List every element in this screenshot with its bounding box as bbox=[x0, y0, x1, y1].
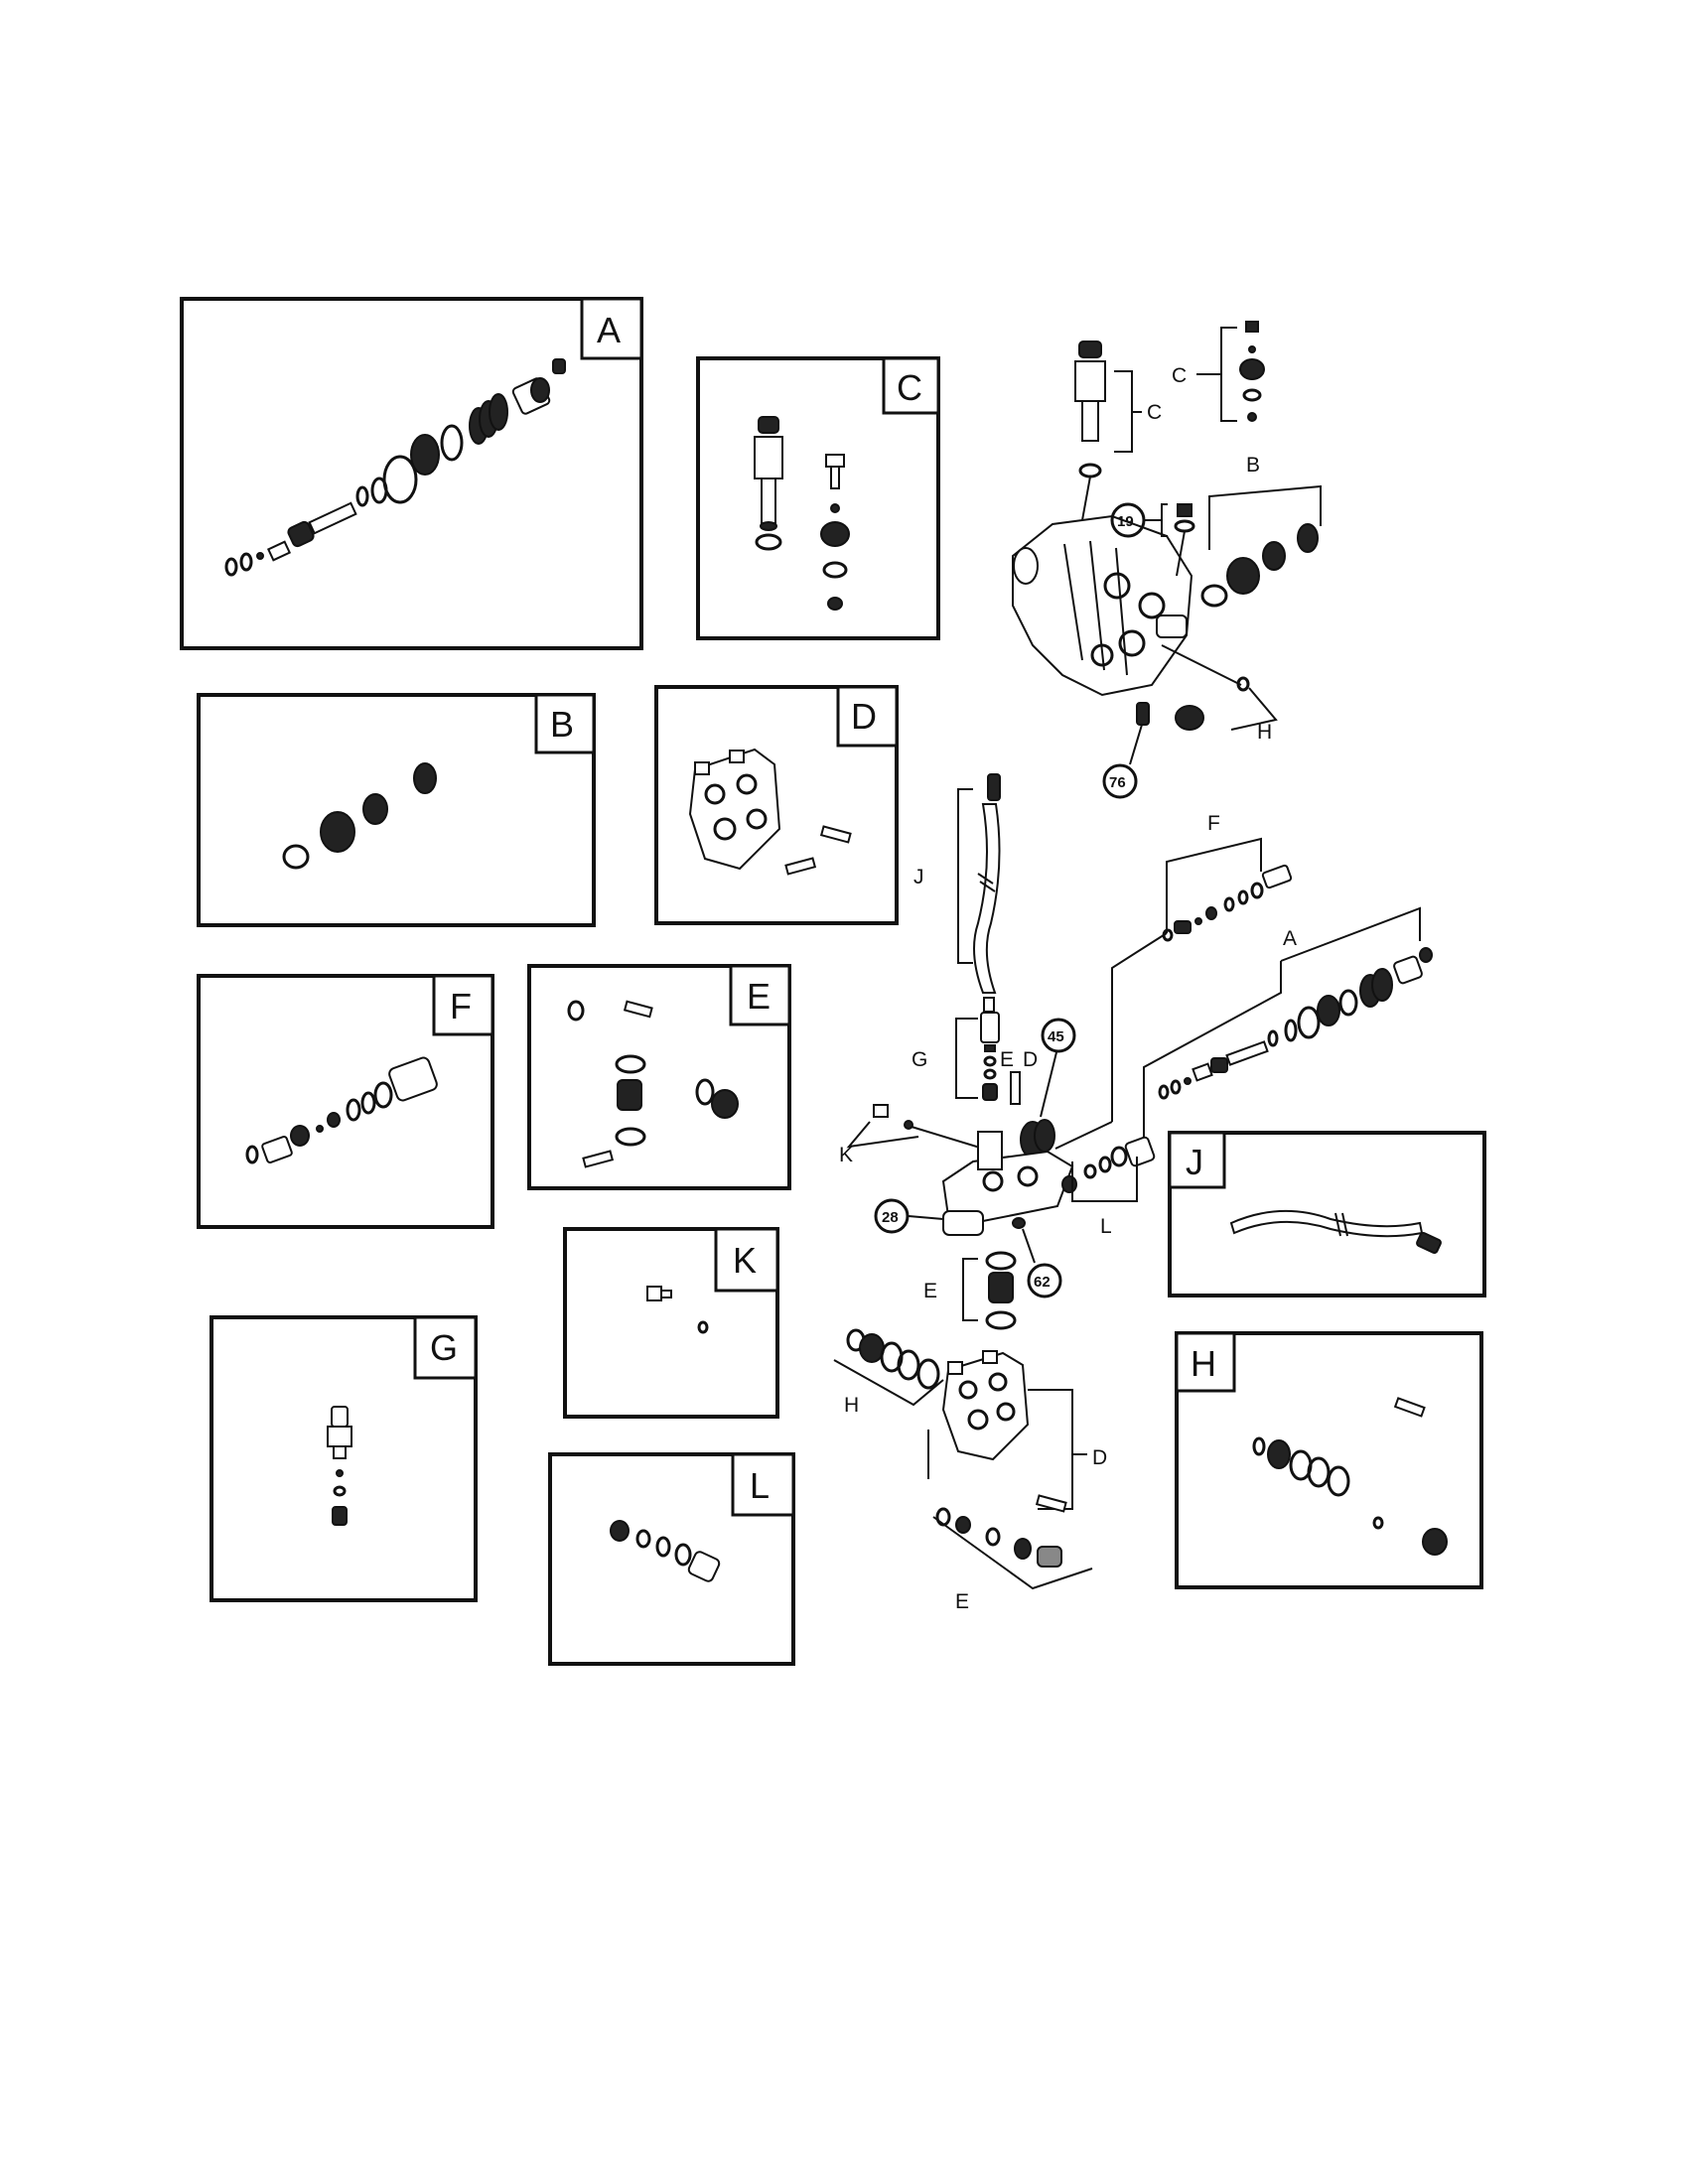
fitting-icon bbox=[327, 1406, 352, 1526]
panel-h-label: H bbox=[1191, 1343, 1216, 1384]
callout-d-lower: D bbox=[1092, 1446, 1107, 1469]
panel-c: C bbox=[696, 356, 940, 640]
callout-j: J bbox=[913, 866, 924, 888]
part-number-76: 76 bbox=[1109, 774, 1126, 791]
manifold-assembly: J G E D 45 K bbox=[833, 773, 1433, 1613]
panel-c-parts bbox=[754, 416, 850, 611]
panel-l-parts bbox=[610, 1520, 721, 1582]
callout-l: L bbox=[1100, 1215, 1112, 1238]
panel-h-parts bbox=[1252, 1397, 1448, 1556]
panel-a-label: A bbox=[597, 310, 621, 350]
callout-h-lower: H bbox=[844, 1394, 859, 1417]
hose-icon bbox=[1229, 1209, 1442, 1255]
callout-b: B bbox=[1246, 454, 1260, 477]
panel-k: K bbox=[563, 1227, 779, 1419]
callout-f: F bbox=[1207, 812, 1220, 835]
part-number-62: 62 bbox=[1034, 1274, 1051, 1291]
panel-e-label: E bbox=[747, 976, 771, 1017]
pump-housing-icon bbox=[1012, 514, 1193, 697]
pump-assembly: C C 19 B bbox=[1012, 321, 1322, 799]
callout-e-bottom: E bbox=[955, 1590, 969, 1613]
panel-a: A bbox=[180, 297, 643, 650]
part-number-45: 45 bbox=[1048, 1028, 1064, 1045]
spring-icon bbox=[1359, 968, 1393, 1008]
callout-e-lower: E bbox=[923, 1280, 937, 1302]
part-number-28: 28 bbox=[882, 1209, 899, 1226]
callout-c-top: C bbox=[1172, 364, 1187, 387]
panel-f-parts bbox=[245, 1056, 438, 1164]
panel-b-parts bbox=[282, 762, 437, 870]
panel-h: H bbox=[1175, 1331, 1483, 1589]
valve-body-icon bbox=[941, 1131, 1074, 1236]
panel-a-parts bbox=[224, 358, 566, 577]
panel-j-label: J bbox=[1186, 1142, 1203, 1182]
panel-e: E bbox=[527, 964, 791, 1190]
panel-l: L bbox=[548, 1452, 795, 1666]
panel-g: G bbox=[210, 1315, 478, 1602]
callout-d: D bbox=[1023, 1048, 1038, 1071]
callout-k: K bbox=[839, 1144, 853, 1166]
panel-c-label: C bbox=[897, 367, 922, 408]
panel-k-label: K bbox=[733, 1240, 757, 1281]
spring-icon bbox=[1297, 523, 1319, 553]
panel-d-label: D bbox=[851, 696, 877, 737]
callout-c-side: C bbox=[1147, 401, 1162, 424]
callout-h: H bbox=[1257, 721, 1272, 744]
panel-f: F bbox=[197, 974, 494, 1229]
manifold-icon bbox=[941, 1350, 1030, 1461]
manifold-icon bbox=[688, 748, 781, 871]
callout-a: A bbox=[1283, 927, 1297, 950]
callout-g: G bbox=[912, 1048, 927, 1071]
part-number-19: 19 bbox=[1117, 513, 1134, 530]
spring-icon bbox=[469, 393, 508, 445]
spring-icon bbox=[413, 762, 437, 794]
panel-e-parts bbox=[567, 1000, 739, 1168]
panel-b-label: B bbox=[550, 704, 574, 745]
panel-b: B bbox=[197, 693, 596, 927]
callout-e: E bbox=[1000, 1048, 1014, 1071]
panel-l-label: L bbox=[750, 1465, 770, 1506]
panel-f-label: F bbox=[450, 986, 472, 1026]
panel-j: J bbox=[1168, 1131, 1486, 1297]
spring-icon bbox=[1020, 1119, 1055, 1159]
panel-g-label: G bbox=[430, 1327, 458, 1368]
panel-d: D bbox=[654, 685, 899, 925]
